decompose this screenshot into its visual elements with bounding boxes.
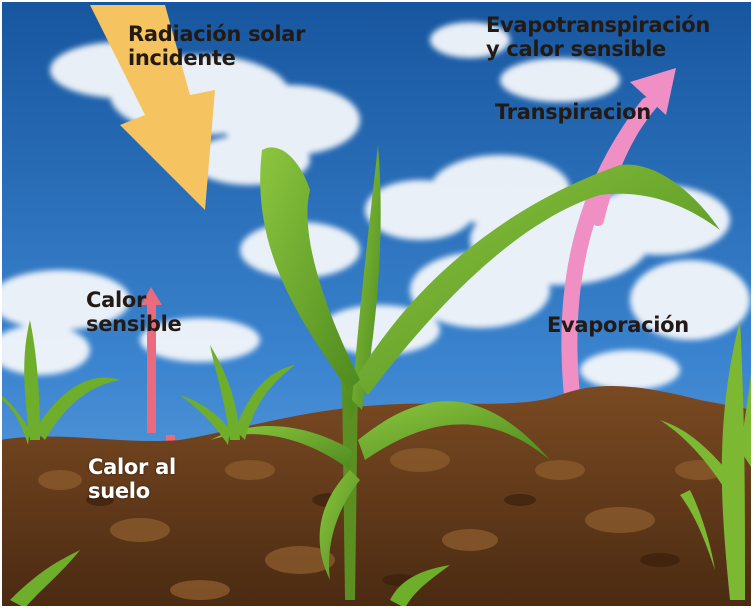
sensible-heat-line1: Calor xyxy=(86,288,181,312)
evapotranspiration-label: Evapotranspiración y calor sensible xyxy=(486,13,710,61)
evapotranspiration-line1: Evapotranspiración xyxy=(486,13,710,37)
sensible-heat-label: Calor sensible xyxy=(86,288,181,336)
transpiration-text: Transpiracion xyxy=(495,100,651,124)
incident-radiation-line1: Radiación solar xyxy=(128,22,305,46)
incident-radiation-line2: incidente xyxy=(128,46,305,70)
sensible-heat-line2: sensible xyxy=(86,312,181,336)
evapotranspiration-line2: y calor sensible xyxy=(486,37,710,61)
transpiration-label: Transpiracion xyxy=(495,100,651,124)
evaporation-text: Evaporación xyxy=(547,313,689,337)
evaporation-label: Evaporación xyxy=(547,313,689,337)
incident-radiation-label: Radiación solar incidente xyxy=(128,22,305,70)
soil-heat-line1: Calor al xyxy=(88,455,176,479)
soil-heat-label: Calor al suelo xyxy=(88,455,176,503)
soil-heat-line2: suelo xyxy=(88,479,176,503)
